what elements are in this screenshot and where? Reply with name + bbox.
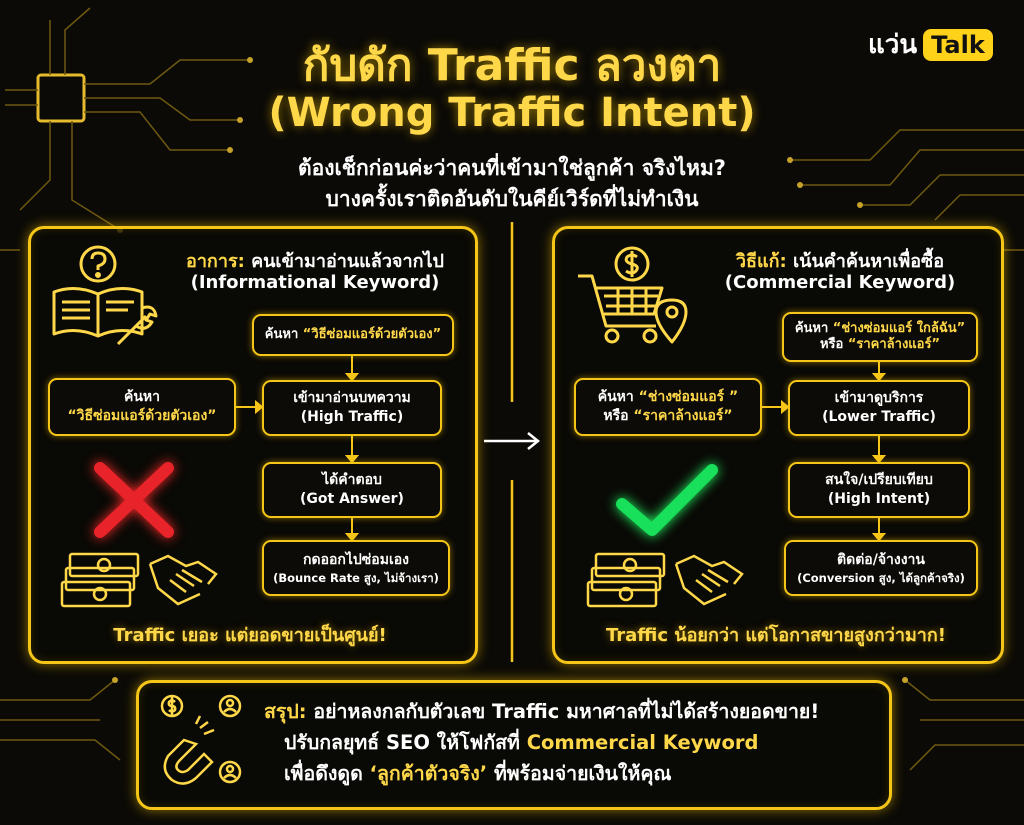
money-handshake-icon [60,552,218,608]
summary-line1-text: อย่าหลงกลกับตัวเลข Traffic มหาศาลที่ไม่ไ… [306,700,820,723]
summary-line1: สรุป: อย่าหลงกลกับตัวเลข Traffic มหาศาลท… [264,696,819,727]
right-flow-arrows [762,362,887,542]
right-heading: วิธีแก้: เน้นคำค้นหาเพื่อซื้อ [690,246,990,275]
summary-line2-b: Commercial Keyword [526,731,759,754]
book-wrench-icon [52,245,158,346]
right-step-3-line1: ติดต่อ/จ้างงาน [837,551,925,568]
left-search-side-line1: ค้นหา [123,389,161,405]
summary-line2-a: ปรับกลยุทธ์ SEO ให้โฟกัสที่ [284,731,527,754]
right-heading-en: (Commercial Keyword) [724,272,956,293]
right-search-top: ค้นหา “ช่างซ่อมแอร์ ใกล้ฉัน” หรือ “ราคาล… [782,312,978,362]
left-step-1-line1: เข้ามาอ่านบทความ [293,390,411,406]
brand-badge: Talk [923,28,993,61]
left-search-top-prefix: ค้นหา [264,327,299,342]
left-step-2-line2: (Got Answer) [300,491,404,507]
money-handshake-icon-right [586,552,744,608]
right-search-side-q1: “ช่างซ่อมแอร์ ” [638,389,739,405]
left-footer: Traffic เยอะ แต่ยอดขายเป็นศูนย์! [113,625,387,646]
summary-label: สรุป: [264,700,307,723]
left-flow-arrows [236,356,360,542]
right-search-side-mid: หรือ [603,408,629,424]
left-search-top-query: “วิธีซ่อมแอร์ด้วยตัวเอง” [302,327,442,342]
right-step-2-line2: (High Intent) [827,491,931,507]
summary-line3-c: ที่พร้อมจ่ายเงินให้คุณ [487,762,672,785]
check-icon [616,464,718,536]
right-search-top-prefix: ค้นหา [794,321,829,336]
subtitle-line1: ต้องเช็กก่อนค่ะว่าคนที่เข้ามาใช่ลูกค้า จ… [298,156,726,180]
brand-logo: แว่น Talk [868,24,993,65]
summary-line3-b: ‘ลูกค้าตัวจริง’ [369,762,488,785]
right-search-side-prefix: ค้นหา [597,389,634,405]
left-step-3-line1: กดออกไปซ่อมเอง [303,551,409,568]
right-step-3-line2: (Conversion สูง, ได้ลูกค้าจริง) [797,570,965,585]
right-search-top-q2: “ราคาล้างแอร์” [847,337,941,352]
right-step-1-line2: (Lower Traffic) [822,409,936,425]
right-heading-label: วิธีแก้: [735,251,787,272]
right-search-top-mid: หรือ [819,337,844,352]
left-heading-label: อาการ: [186,251,245,272]
cross-icon [94,462,174,538]
magnet-icon [160,694,242,785]
right-footer: Traffic น้อยกว่า แต่โอกาสขายสูงกว่ามาก! [605,625,947,646]
summary-line2: ปรับกลยุทธ์ SEO ให้โฟกัสที่ Commercial K… [284,727,758,758]
left-step-3: กดออกไปซ่อมเอง (Bounce Rate สูง, ไม่จ้าง… [262,540,450,596]
left-step-2-line1: ได้คำตอบ [322,472,382,488]
center-divider [484,222,541,662]
arrow-right-icon [484,432,541,450]
left-step-2: ได้คำตอบ (Got Answer) [262,462,442,518]
left-heading-text: คนเข้ามาอ่านแล้วจากไป [244,251,444,272]
right-search-side: ค้นหา “ช่างซ่อมแอร์ ” หรือ “ราคาล้างแอร์… [574,378,762,436]
left-search-top: ค้นหา “วิธีซ่อมแอร์ด้วยตัวเอง” [252,314,454,356]
left-heading: อาการ: คนเข้ามาอ่านแล้วจากไป [165,246,465,275]
title-line2: (Wrong Traffic Intent) [268,90,756,136]
right-search-side-q2: “ราคาล้างแอร์” [633,408,733,424]
right-step-3: ติดต่อ/จ้างงาน (Conversion สูง, ได้ลูกค้… [784,540,978,596]
left-step-3-line2: (Bounce Rate สูง, ไม่จ้างเรา) [273,570,439,585]
summary-panel [136,680,892,810]
right-step-1-line1: เข้ามาดูบริการ [834,390,924,406]
left-search-side-line2: “วิธีซ่อมแอร์ด้วยตัวเอง” [67,408,217,424]
title-line1: กับดัก Traffic ลวงตา [302,40,722,91]
right-heading-text: เน้นคำค้นหาเพื่อซื้อ [786,251,945,272]
right-step-2: สนใจ/เปรียบเทียบ (High Intent) [788,462,970,518]
summary-line3-a: เพื่อดึงดูด [284,762,370,785]
right-search-top-q1: “ช่างซ่อมแอร์ ใกล้ฉัน” [832,321,966,336]
subtitle-line2: บางครั้งเราติดอันดับในคีย์เวิร์ดที่ไม่ทำ… [325,187,699,211]
summary-line3: เพื่อดึงดูด ‘ลูกค้าตัวจริง’ ที่พร้อมจ่าย… [284,758,672,789]
right-step-2-line1: สนใจ/เปรียบเทียบ [825,472,933,488]
left-step-1: เข้ามาอ่านบทความ (High Traffic) [262,380,442,436]
left-step-1-line2: (High Traffic) [300,409,404,425]
cart-location-icon [578,246,688,344]
brand-prefix: แว่น [868,30,918,60]
left-heading-en: (Informational Keyword) [190,272,440,293]
left-search-side: ค้นหา “วิธีซ่อมแอร์ด้วยตัวเอง” [48,378,236,436]
